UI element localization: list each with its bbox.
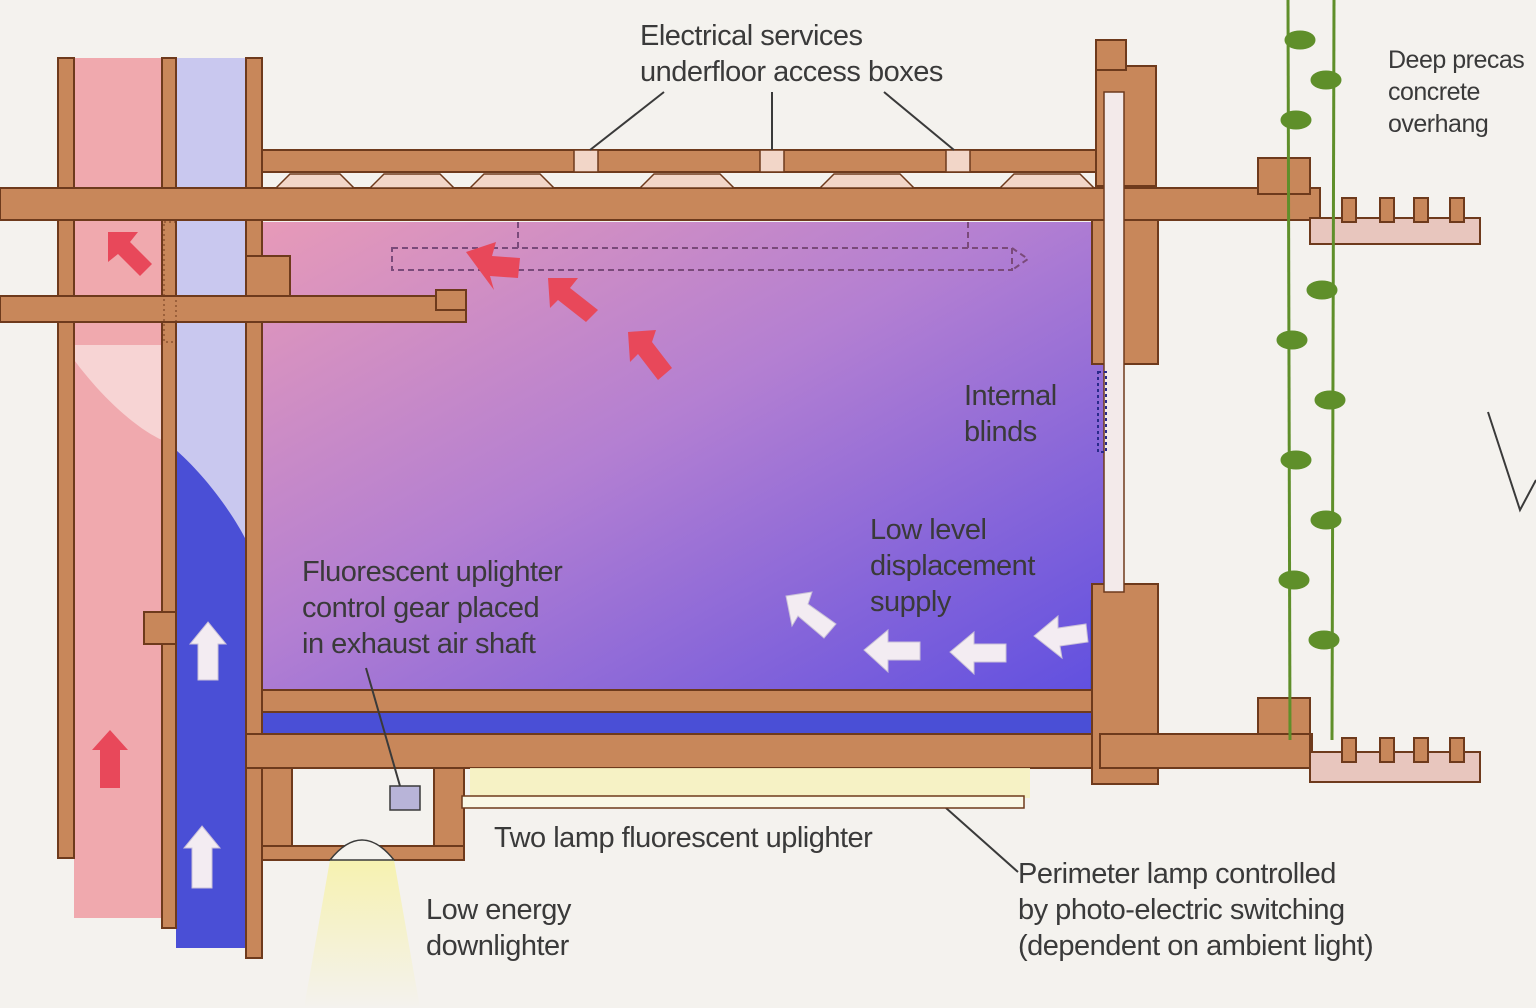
- label-fluorescent-uplighter: Two lamp fluorescent uplighter: [494, 820, 873, 856]
- internal-blind: [1097, 371, 1107, 453]
- floor-slab-outer: [1099, 733, 1311, 769]
- control-gear: [389, 785, 421, 811]
- exhaust-shaft-cutaway: [60, 340, 162, 440]
- louvre-fin: [1379, 737, 1395, 763]
- label-line: supply: [870, 586, 951, 618]
- downlighter: [328, 839, 396, 861]
- wall-bracket: [143, 611, 177, 645]
- label-line: Electrical services: [640, 20, 863, 52]
- label-line: Two lamp fluorescent uplighter: [494, 822, 873, 854]
- label-line: in exhaust air shaft: [302, 628, 536, 660]
- uplighter-glow: [470, 768, 1030, 798]
- floor-pedestals: [274, 173, 1096, 189]
- label-control-gear: Fluorescent uplighter control gear place…: [302, 554, 563, 662]
- label-line: (dependent on ambient light): [1018, 930, 1374, 962]
- label-low-energy-downlighter: Low energy downlighter: [426, 892, 571, 964]
- label-line: overhang: [1388, 110, 1489, 138]
- structure: [0, 39, 1321, 959]
- cool-arrow: [182, 825, 222, 889]
- hot-arrow: [628, 330, 672, 380]
- climbing-plant: [1276, 0, 1346, 741]
- label-line: Perimeter lamp controlled: [1018, 858, 1336, 890]
- label-line: displacement: [870, 550, 1035, 582]
- label-line: underfloor access boxes: [640, 56, 943, 88]
- access-box: [573, 149, 599, 173]
- sun-angle-line: [1487, 411, 1536, 513]
- label-line: concrete: [1388, 78, 1480, 106]
- label-electrical-services: Electrical services underfloor access bo…: [640, 18, 943, 90]
- label-low-level-displacement: Low level displacement supply: [870, 512, 1035, 620]
- cool-air-arrows: [182, 591, 1089, 889]
- louvre-fin: [1379, 197, 1395, 223]
- ceiling-shelf: [0, 295, 467, 323]
- label-line: Internal: [964, 380, 1057, 412]
- louvre-fin: [1449, 197, 1465, 223]
- overhang-lower: [1257, 697, 1311, 735]
- hot-arrow: [92, 730, 128, 788]
- ceiling-void-dotted: [163, 221, 177, 343]
- raised-floor-top: [261, 149, 1103, 173]
- raised-floor: [261, 689, 1103, 713]
- window-glass: [1103, 91, 1125, 593]
- hot-arrow: [108, 232, 152, 276]
- label-line: Low energy: [426, 894, 571, 926]
- access-box: [759, 149, 785, 173]
- louvre-fin: [1413, 197, 1429, 223]
- label-line: blinds: [964, 416, 1037, 448]
- label-line: control gear placed: [302, 592, 540, 624]
- shaft-wall: [161, 57, 177, 929]
- label-line: Deep precas: [1388, 46, 1525, 74]
- label-line: Low level: [870, 514, 987, 546]
- access-boxes: [573, 149, 971, 173]
- cool-arrow: [949, 630, 1007, 676]
- louvre-fin: [1449, 737, 1465, 763]
- louvre-fin: [1341, 737, 1357, 763]
- ceiling-duct-outline: [391, 222, 1030, 271]
- louvre-fin: [1341, 197, 1357, 223]
- hot-arrow: [548, 278, 598, 322]
- ceiling-shelf-end: [435, 289, 467, 311]
- label-line: by photo-electric switching: [1018, 894, 1345, 926]
- precast-louvres: [1309, 197, 1481, 783]
- label-line: Fluorescent uplighter: [302, 556, 563, 588]
- overhang-upper: [1257, 157, 1311, 195]
- hot-arrow: [466, 242, 520, 290]
- facade-upper-cap: [1095, 39, 1127, 71]
- cool-arrow: [1033, 614, 1089, 660]
- access-box: [945, 149, 971, 173]
- cool-arrow: [785, 591, 837, 639]
- cool-arrow: [188, 621, 228, 681]
- label-internal-blinds: Internal blinds: [964, 378, 1057, 450]
- label-line: downlighter: [426, 930, 569, 962]
- hot-air-arrows: [92, 232, 672, 788]
- facade-mid: [1091, 219, 1159, 365]
- supply-duct-floor: [246, 712, 1116, 734]
- label-deep-precast-overhang: Deep precas concrete overhang: [1388, 44, 1525, 140]
- supply-riser-fill: [176, 450, 246, 948]
- louvre-fin: [1413, 737, 1429, 763]
- leader-lines: [365, 91, 1019, 873]
- left-wall: [57, 57, 75, 859]
- uplighter-fitting: [461, 795, 1025, 809]
- label-perimeter-lamp: Perimeter lamp controlled by photo-elect…: [1018, 856, 1374, 964]
- cool-arrow: [863, 628, 921, 674]
- downlighter-beam: [304, 860, 420, 1008]
